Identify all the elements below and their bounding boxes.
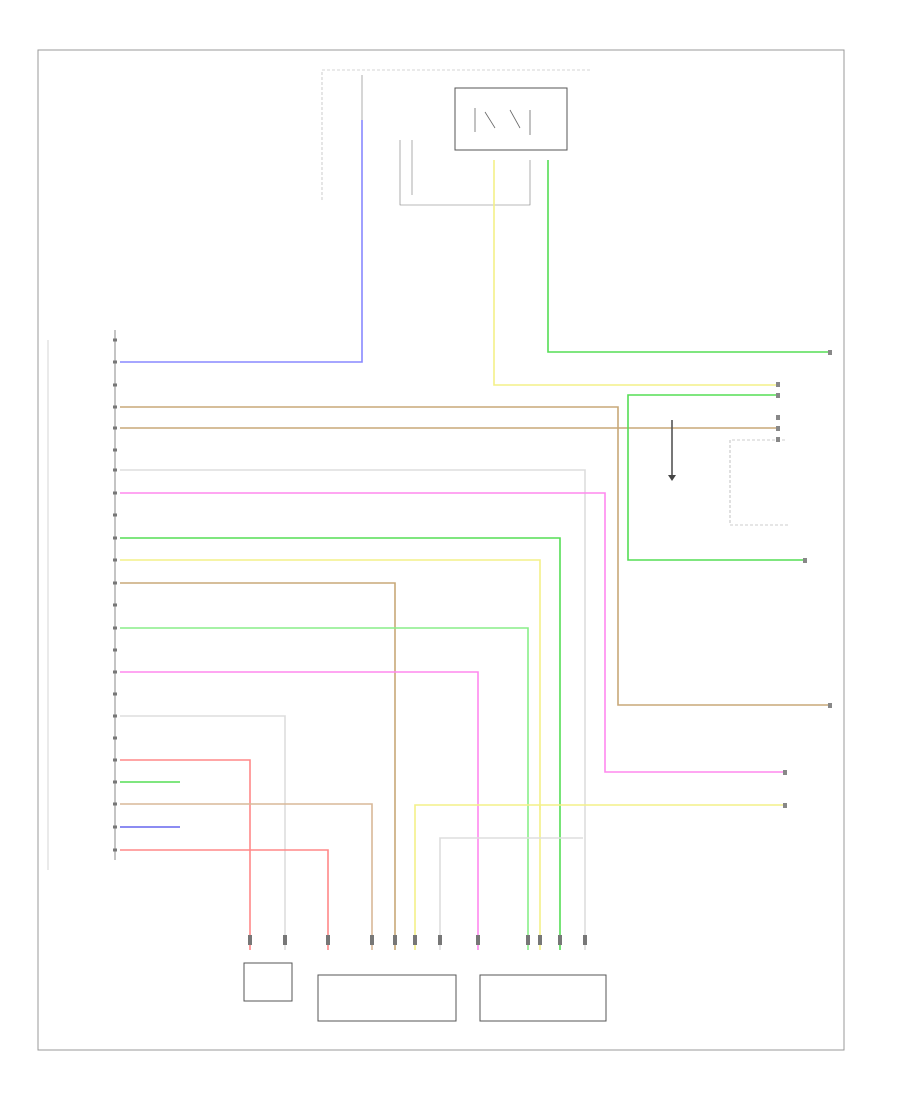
top-dashed-line bbox=[321, 69, 590, 200]
bottom-pin bbox=[526, 935, 530, 945]
bottom-connector-pins bbox=[248, 935, 587, 945]
top-relay-box bbox=[454, 87, 568, 151]
bottom-relay-left bbox=[243, 962, 293, 1002]
relay-contact-3 bbox=[509, 109, 521, 129]
connector-pin bbox=[113, 426, 117, 430]
connector-pin bbox=[113, 670, 117, 674]
right-terminals bbox=[776, 350, 832, 808]
connector-pin bbox=[113, 338, 117, 342]
wire-green-3 bbox=[120, 627, 529, 950]
connector-pin bbox=[113, 714, 117, 718]
connector-pin bbox=[113, 513, 117, 517]
connector-pin bbox=[113, 448, 117, 452]
wire-yellow-3 bbox=[414, 804, 785, 950]
wire-green-top bbox=[547, 160, 830, 353]
wire-gray-1 bbox=[120, 469, 586, 950]
right-component-outline bbox=[729, 439, 790, 526]
bottom-pin bbox=[370, 935, 374, 945]
wire-green-2 bbox=[120, 537, 561, 950]
bottom-pin bbox=[583, 935, 587, 945]
connector-pin bbox=[113, 780, 117, 784]
bottom-pin bbox=[248, 935, 252, 945]
connector-pin bbox=[113, 648, 117, 652]
bottom-module-middle bbox=[317, 974, 457, 1022]
relay-contact-2 bbox=[484, 111, 496, 129]
connector-pin bbox=[113, 692, 117, 696]
connector-pin bbox=[113, 468, 117, 472]
connector-pin bbox=[113, 360, 117, 364]
connector-pin bbox=[113, 536, 117, 540]
connector-pin bbox=[113, 848, 117, 852]
wire-green-loop bbox=[627, 394, 805, 561]
connector-pin bbox=[113, 581, 117, 585]
connector-pin bbox=[113, 802, 117, 806]
bottom-pin bbox=[558, 935, 562, 945]
diagram-border bbox=[37, 49, 845, 1051]
wire-pink-1 bbox=[120, 492, 785, 773]
wire-pink-2 bbox=[120, 671, 479, 950]
connector-pin bbox=[113, 626, 117, 630]
connector-pin bbox=[113, 758, 117, 762]
connector-pin bbox=[113, 603, 117, 607]
wire-gray-2 bbox=[120, 715, 286, 950]
bottom-pin bbox=[393, 935, 397, 945]
connector-pin bbox=[113, 383, 117, 387]
bottom-pin bbox=[476, 935, 480, 945]
wire-tan-4 bbox=[120, 803, 373, 950]
connector-pin bbox=[113, 558, 117, 562]
bottom-pin bbox=[538, 935, 542, 945]
wire-tan-1 bbox=[120, 406, 830, 706]
connector-pin bbox=[113, 825, 117, 829]
wire-red-2 bbox=[120, 849, 329, 950]
bottom-module-right bbox=[479, 974, 607, 1022]
wire-yellow-top bbox=[493, 160, 778, 386]
connector-pin bbox=[113, 491, 117, 495]
ground-symbol-icon bbox=[668, 475, 676, 481]
bottom-pin bbox=[326, 935, 330, 945]
connector-pin bbox=[113, 405, 117, 409]
wire-gray-3 bbox=[439, 837, 583, 950]
wire-blue-left bbox=[120, 120, 363, 363]
bottom-pin bbox=[438, 935, 442, 945]
wire-yellow-2 bbox=[120, 559, 541, 950]
bottom-pin bbox=[283, 935, 287, 945]
relay-gray-return bbox=[399, 140, 531, 206]
wire-red-1 bbox=[120, 759, 251, 950]
connector-pin bbox=[113, 736, 117, 740]
bottom-pin bbox=[413, 935, 417, 945]
wire-tan-3 bbox=[120, 582, 396, 950]
wire-layer bbox=[120, 120, 830, 950]
connector-pins bbox=[113, 338, 117, 852]
